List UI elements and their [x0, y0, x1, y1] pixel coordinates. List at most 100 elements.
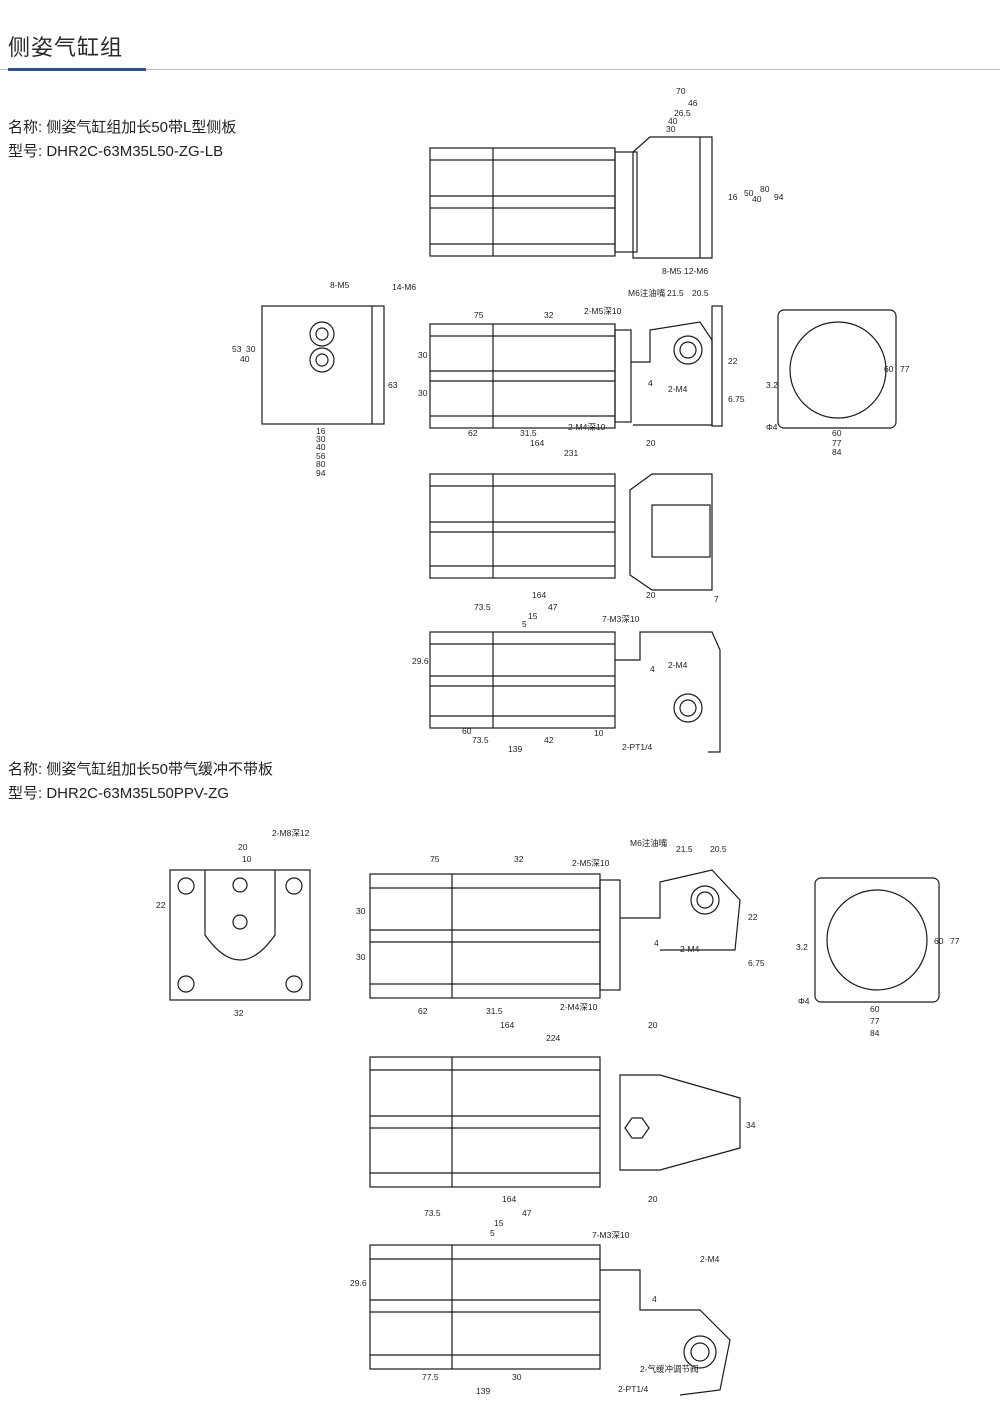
p2-front-dim: 30 [356, 952, 366, 962]
p1-front-dim: M6注油嘴 [628, 288, 666, 298]
product-2-model: DHR2C-63M35L50PPV-ZG [46, 785, 229, 802]
p2-front-dim: 2-M4深10 [560, 1002, 598, 1012]
p1-top-dim: 12-M6 [684, 266, 708, 276]
p1-top-dim: 80 [760, 184, 770, 194]
p1-top-dim: 70 [676, 86, 686, 96]
p2-bottom-dim: 29.6 [350, 1278, 367, 1288]
p1-plan-dim: 20 [646, 590, 656, 600]
p2-right-dim: 60 [934, 936, 944, 946]
p1-bottom-dim: 2-M4 [668, 660, 688, 670]
product-2-name: 侧姿气缸组加长50带气缓冲不带板 [46, 761, 274, 778]
p2-front-dim: 2-M4 [680, 944, 700, 954]
product-1-name-label: 名称: [8, 119, 43, 136]
p1-left-dim: 40 [240, 354, 250, 364]
p1-left-view [261, 305, 385, 425]
p1-right-dim: 84 [832, 447, 842, 457]
p2-right-dim: 77 [950, 936, 960, 946]
p1-top-view [429, 136, 713, 259]
p2-front-dim: 6.75 [748, 958, 765, 968]
p2-front-dim: 75 [430, 854, 440, 864]
p2-right-dim: 3.2 [796, 942, 808, 952]
p1-front-dim: 164 [530, 438, 544, 448]
p2-bottom-dim: 2-M4 [700, 1254, 720, 1264]
p1-left-dim: 80 [316, 459, 326, 469]
p2-front-dim: 164 [500, 1020, 514, 1030]
p1-front-dim: 62 [468, 428, 478, 438]
p2-bottom-dim: 73.5 [424, 1208, 441, 1218]
p2-bottom-dim: 30 [512, 1372, 522, 1382]
p2-bottom-dim: 77.5 [422, 1372, 439, 1382]
p1-front-dim: 30 [418, 388, 428, 398]
p2-front-dim: 21.5 [676, 844, 693, 854]
p1-top-dim: 50 [744, 188, 754, 198]
p1-left-dim: 16 [316, 426, 326, 436]
p1-front-dim: 30 [418, 350, 428, 360]
p1-right-view [777, 309, 897, 429]
p2-left-dim: 22 [156, 900, 166, 910]
p1-right-dim: 77 [900, 364, 910, 374]
p2-front-dim: 4 [654, 938, 659, 948]
p2-right-view [814, 877, 940, 1003]
p2-front-dim: 22 [748, 912, 758, 922]
p1-front-dim: 20.5 [692, 288, 709, 298]
p1-bottom-dim: 4 [650, 664, 655, 674]
p1-bottom-dim: 47 [548, 602, 558, 612]
p1-bottom-dim: 42 [544, 735, 554, 745]
p2-bottom-dim: 20 [648, 1194, 658, 1204]
p2-left-view [169, 869, 311, 1001]
p2-front-dim: 31.5 [486, 1006, 503, 1016]
p1-front-dim: 20 [646, 438, 656, 448]
p2-right-dim: 77 [870, 1016, 880, 1026]
p1-top-dim: 40 [752, 194, 762, 204]
p1-bottom-dim: 2-PT1/4 [622, 742, 653, 752]
p1-front-dim: 2-M5深10 [584, 306, 622, 316]
p2-plan-dim: 34 [746, 1120, 756, 1130]
p2-front-dim: 30 [356, 906, 366, 916]
p2-bottom-dim: 139 [476, 1386, 490, 1396]
product-2-info: 名称: 侧姿气缸组加长50带气缓冲不带板 型号: DHR2C-63M35L50P… [8, 758, 273, 806]
p1-front-dim: 22 [728, 356, 738, 366]
p2-bottom-dim: 15 [494, 1218, 504, 1228]
p1-front-dim: 6.75 [728, 394, 745, 404]
p1-bottom-dim: 60 [462, 726, 472, 736]
p2-bottom-dim: 5 [490, 1228, 495, 1238]
p2-bottom-dim: 2-PT1/4 [618, 1384, 649, 1394]
p1-front-dim: 4 [648, 378, 653, 388]
p2-front-dim: 62 [418, 1006, 428, 1016]
p1-plan-dim: 164 [532, 590, 546, 600]
product-2-model-label: 型号: [8, 785, 43, 802]
p2-right-dim: Φ4 [798, 996, 810, 1006]
p1-bottom-dim: 29.6 [412, 656, 429, 666]
p1-left-dim: 14-M6 [392, 282, 416, 292]
product-1-name: 侧姿气缸组加长50带L型侧板 [46, 119, 237, 136]
p2-front-dim: M6注油嘴 [630, 838, 668, 848]
p1-front-view [429, 305, 723, 429]
p1-left-dim: 30 [316, 434, 326, 444]
header-divider [0, 69, 1000, 70]
p2-bottom-dim: 7-M3深10 [592, 1230, 630, 1240]
product-2-name-label: 名称: [8, 761, 43, 778]
p2-bottom-dim: 4 [652, 1294, 657, 1304]
p2-front-view [369, 869, 741, 999]
p1-left-dim: 40 [316, 442, 326, 452]
p1-left-dim: 8-M5 [330, 280, 350, 290]
p1-left-dim: 53 [232, 344, 242, 354]
p1-left-dim: 30 [246, 344, 256, 354]
p2-right-dim: 84 [870, 1028, 880, 1038]
p2-bottom-dim: 47 [522, 1208, 532, 1218]
p1-right-dim: Φ4 [766, 422, 778, 432]
p1-top-dim: 16 [728, 192, 738, 202]
p1-front-dim: 2-M4 [668, 384, 688, 394]
p1-right-dim: 60 [884, 364, 894, 374]
p1-front-dim: 2-M4深10 [568, 422, 606, 432]
p1-front-dim: 32 [544, 310, 554, 320]
p2-bottom-dim: 164 [502, 1194, 516, 1204]
p2-left-dim: 10 [242, 854, 252, 864]
p1-bottom-dim: 139 [508, 744, 522, 754]
p2-front-dim: 32 [514, 854, 524, 864]
p2-front-dim: 20 [648, 1020, 658, 1030]
p1-bottom-dim: 5 [522, 619, 527, 629]
p1-front-dim: 231 [564, 448, 578, 458]
p2-left-dim: 2-M8深12 [272, 828, 310, 838]
